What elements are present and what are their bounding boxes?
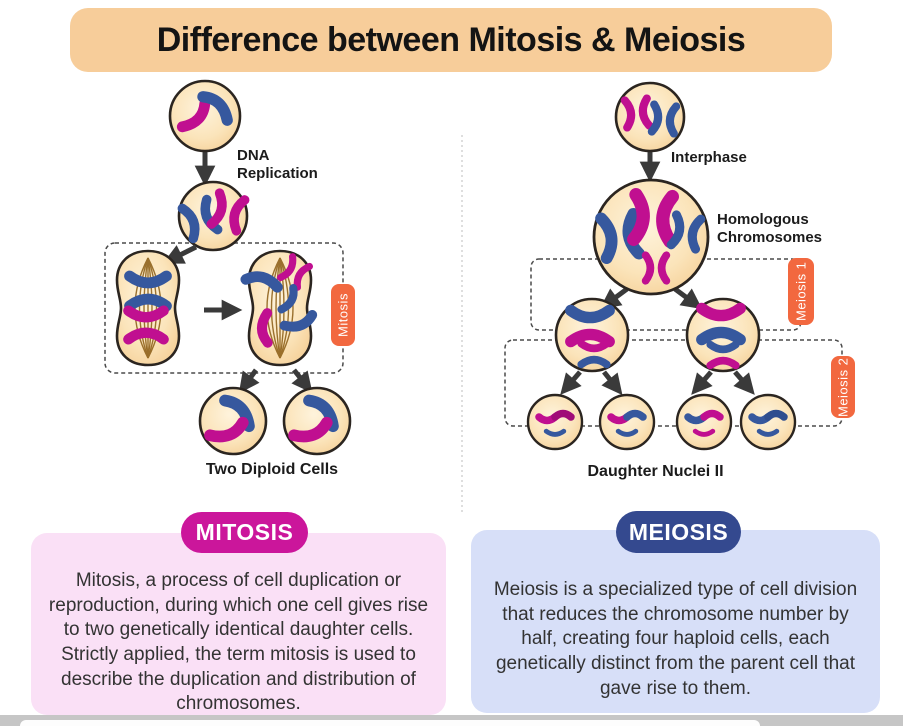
next-card-peek <box>20 720 760 726</box>
mitosis-parent-cell-icon <box>168 79 242 153</box>
page-title: Difference between Mitosis & Meiosis <box>70 8 832 72</box>
meiosis-daughter-cell-icon <box>739 393 797 451</box>
mitosis-stage-tag: Mitosis <box>331 284 355 346</box>
meiosis-2-stage-box <box>504 339 843 427</box>
meiosis-description: Meiosis is a specialized type of cell di… <box>493 579 858 699</box>
meiosis-daughter-cell-icon <box>526 393 584 451</box>
cell-division-diagram <box>104 79 843 512</box>
meiosis-daughter-cell-icon <box>598 393 656 451</box>
meiosis-2-stage-tag: Meiosis 2 <box>831 356 855 418</box>
mitosis-daughter-cell-icon <box>198 386 268 456</box>
flow-arrows <box>194 152 755 396</box>
meiosis-homologous-cell-icon <box>592 178 710 296</box>
mitosis-replicated-cell-icon <box>179 180 247 252</box>
meiosis-badge: MEIOSIS <box>616 511 741 553</box>
meiosis-1-stage-tag: Meiosis 1 <box>788 258 814 325</box>
mitosis-spindle-metaphase-icon <box>115 249 181 367</box>
dna-replication-label: DNA Replication <box>237 147 318 183</box>
two-diploid-cells-label: Two Diploid Cells <box>205 461 339 478</box>
mitosis-badge: MITOSIS <box>181 512 308 553</box>
meiosis-1-cell-icon <box>554 297 630 373</box>
flow-arrow <box>162 244 198 264</box>
homologous-chromosomes-label: Homologous Chromosomes <box>717 211 823 247</box>
daughter-nuclei-label: Daughter Nuclei II <box>587 463 724 480</box>
meiosis-parent-cell-icon <box>614 81 686 153</box>
meiosis-description-panel: Meiosis is a specialized type of cell di… <box>471 530 880 713</box>
interphase-label: Interphase <box>671 149 747 166</box>
mitosis-description: Mitosis, a process of cell duplication o… <box>48 570 429 715</box>
mitosis-daughter-cell-icon <box>282 386 352 456</box>
mitosis-spindle-anaphase-icon <box>246 249 312 367</box>
mitosis-description-panel: Mitosis, a process of cell duplication o… <box>31 533 446 715</box>
meiosis-daughter-cell-icon <box>675 393 733 451</box>
meiosis-1-cell-icon <box>685 297 761 373</box>
